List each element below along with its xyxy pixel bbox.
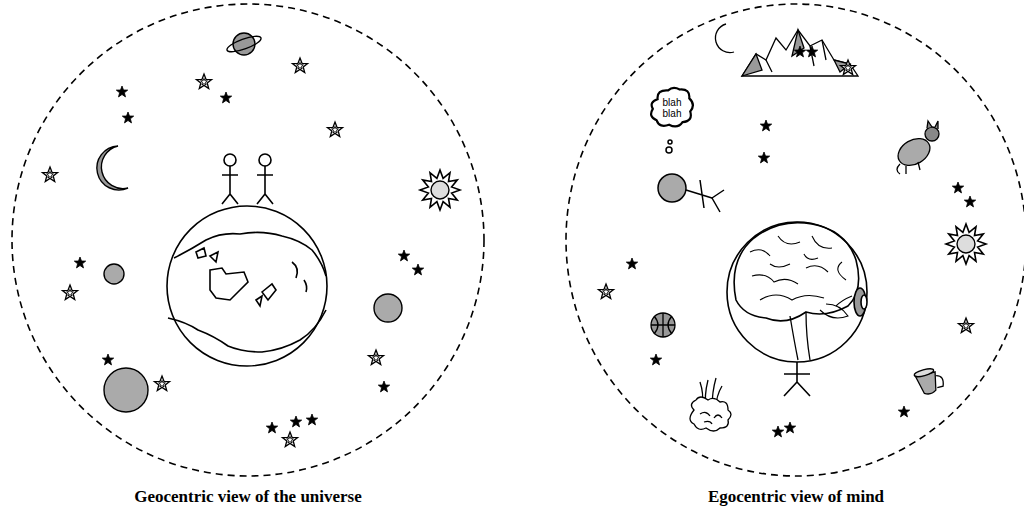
thought-text: blah blah (657, 97, 687, 119)
star (650, 354, 661, 365)
sun-rays (420, 170, 460, 210)
planets (104, 264, 402, 412)
cat (893, 121, 939, 174)
brain-head (727, 222, 867, 396)
star-inner (603, 288, 610, 295)
people-on-earth (222, 154, 273, 204)
star (958, 318, 973, 333)
star (758, 152, 769, 163)
star-inner (845, 64, 852, 71)
star (327, 122, 342, 137)
star (412, 264, 423, 275)
moon (97, 146, 128, 190)
sun-disc (431, 181, 449, 199)
earth (167, 206, 327, 366)
star (220, 92, 231, 103)
star (116, 86, 127, 97)
star-inner (297, 62, 304, 69)
star (598, 284, 613, 299)
star (368, 350, 383, 365)
sun (420, 170, 460, 210)
star (74, 257, 85, 268)
sun (946, 224, 986, 264)
star (760, 120, 771, 131)
mountain (742, 30, 858, 76)
caption-label: Egocentric view of mind (708, 487, 884, 507)
caption-label: Geocentric view of the universe (134, 487, 362, 507)
star (102, 354, 113, 365)
star (398, 250, 409, 261)
universe-boundary (12, 4, 1024, 476)
star (290, 416, 301, 427)
star (306, 414, 317, 425)
star (282, 432, 297, 447)
star-inner (963, 322, 970, 329)
thinking-person (658, 140, 724, 212)
star (772, 426, 783, 437)
star-inner (67, 289, 74, 296)
star (42, 167, 57, 182)
star (292, 58, 307, 73)
stars (42, 46, 975, 447)
star (122, 112, 133, 123)
star (62, 285, 77, 300)
star (196, 74, 211, 89)
star (964, 196, 975, 207)
basketball (651, 313, 675, 337)
star-inner (47, 171, 54, 178)
star-inner (201, 78, 208, 85)
tree (690, 378, 731, 431)
star-inner (287, 436, 294, 443)
star (626, 258, 637, 269)
star (378, 381, 389, 392)
star-inner (332, 126, 339, 132)
star (154, 376, 169, 391)
star (794, 46, 805, 57)
star (840, 60, 855, 75)
star (784, 422, 795, 433)
star (952, 182, 963, 193)
star (806, 46, 817, 57)
star-inner (373, 354, 380, 361)
star (266, 422, 277, 433)
star-inner (159, 380, 166, 387)
thought-bubble: blah blah (648, 86, 696, 130)
star (898, 406, 909, 417)
moon (715, 24, 734, 53)
sun-disc (957, 235, 975, 253)
sun-rays (946, 224, 986, 264)
mug (913, 367, 944, 396)
saturn (225, 33, 262, 55)
